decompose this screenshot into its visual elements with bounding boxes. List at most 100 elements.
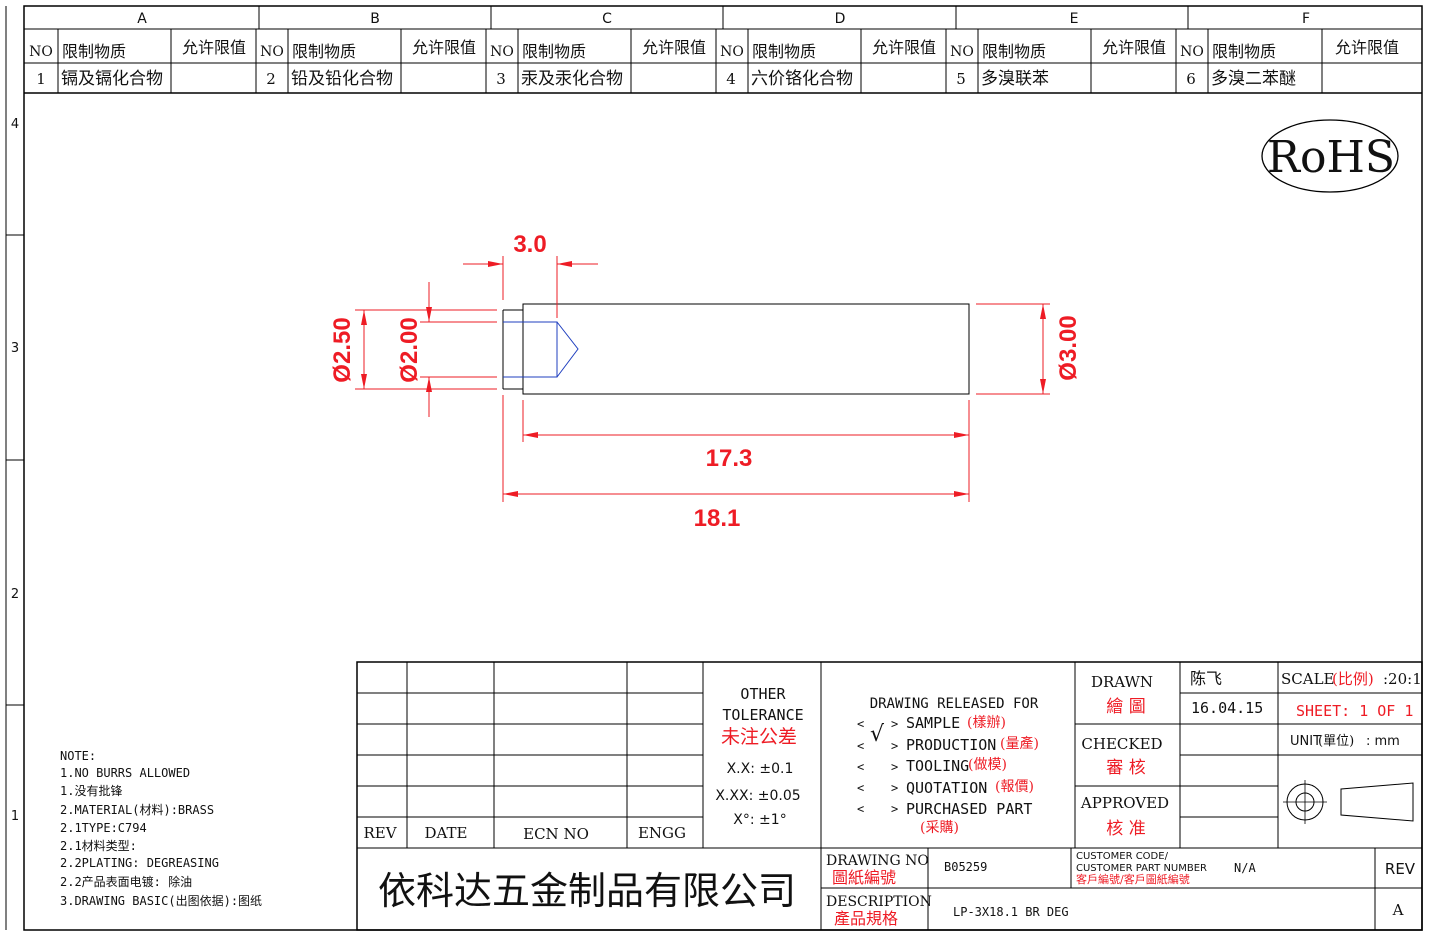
release-item-tooling-cn: (做模) xyxy=(968,757,1007,773)
substance-no: 6 xyxy=(1186,70,1196,88)
substance-no: 2 xyxy=(266,70,276,88)
drawing-number: B05259 xyxy=(944,860,987,874)
rev-label: REV xyxy=(1385,860,1416,878)
company-name: 依科达五金制品有限公司 xyxy=(378,869,796,913)
drawing-no-label-cn: 圖紙編號 xyxy=(832,868,896,887)
zone-a: A xyxy=(137,11,147,27)
svg-text:<: < xyxy=(857,739,864,753)
no-header: NO xyxy=(29,44,53,60)
svg-text:<: < xyxy=(857,760,864,774)
rev-column-header: REV xyxy=(363,824,397,842)
part-geometry xyxy=(502,303,970,395)
limit-header: 允许限值 xyxy=(642,38,706,57)
description-label-cn: 產品規格 xyxy=(834,909,898,928)
limit-header: 允许限值 xyxy=(182,38,246,57)
substance-name: 铅及铅化合物 xyxy=(291,69,393,89)
dimension-lines xyxy=(355,256,1050,502)
substance-name: 汞及汞化合物 xyxy=(521,69,623,89)
dim-body-length: 17.3 xyxy=(706,445,753,472)
tolerance-angle: X°: ±1° xyxy=(733,812,786,828)
substance-rows: 1 镉及镉化合物 2 铅及铅化合物 3 汞及汞化合物 4 六价铬化合物 5 多溴… xyxy=(36,69,1296,89)
approved-label-cn: 核 准 xyxy=(1106,819,1145,839)
drawn-label-cn: 繪 圖 xyxy=(1106,697,1145,717)
notes: NOTE: 1.NO BURRS ALLOWED 1.没有批锋 2.MATERI… xyxy=(60,749,262,908)
dim-head-length: 3.0 xyxy=(513,231,546,258)
customer-code-label: CUSTOMER CODE/ xyxy=(1076,851,1169,862)
substance-name: 多溴二苯醚 xyxy=(1211,69,1296,89)
substance-headers: NO 限制物质 允许限值 NO 限制物质 允许限值 NO 限制物质 允许限值 N… xyxy=(29,38,1399,61)
note-line: 3.DRAWING BASIC(出图依据):图纸 xyxy=(60,893,262,908)
customer-part-number: N/A xyxy=(1234,861,1256,875)
substance-table xyxy=(24,29,1422,94)
svg-text:<: < xyxy=(857,717,864,731)
scale-value: :20:1 xyxy=(1383,670,1422,688)
release-item-quotation: QUOTATION xyxy=(906,779,987,797)
note-line: 1.没有批锋 xyxy=(60,783,122,798)
release-item-tooling: TOOLING xyxy=(906,757,969,775)
note-line: 2.MATERIAL(材料):BRASS xyxy=(60,803,214,817)
unit-value: : mm xyxy=(1366,734,1400,749)
note-line: NOTE: xyxy=(60,749,96,763)
row-1: 1 xyxy=(11,809,19,824)
release-item-purchased-cn: (采購) xyxy=(920,820,959,836)
checked-label-cn: 審 核 xyxy=(1106,758,1145,778)
dim-hole-diameter: Ø2.00 xyxy=(396,317,423,382)
tolerance-one-decimal: X.X: ±0.1 xyxy=(727,761,794,777)
unit-label: UNIT xyxy=(1290,734,1321,749)
svg-text:<: < xyxy=(857,781,864,795)
note-line: 2.1TYPE:C794 xyxy=(60,821,147,835)
release-item-sample: SAMPLE xyxy=(906,714,960,732)
substance-header: 限制物质 xyxy=(1212,42,1276,61)
release-item-purchased: PURCHASED PART xyxy=(906,800,1032,818)
no-header: NO xyxy=(490,44,514,60)
drill-tip-outline xyxy=(556,321,579,378)
description-label: DESCRIPTION xyxy=(826,894,932,910)
svg-text:>: > xyxy=(891,760,898,774)
dim-total-length: 18.1 xyxy=(694,505,741,532)
zone-c: C xyxy=(602,11,612,27)
limit-header: 允许限值 xyxy=(412,38,476,57)
zone-f: F xyxy=(1302,11,1310,27)
substance-header: 限制物质 xyxy=(292,42,356,61)
bore-outline xyxy=(503,321,558,378)
head-outline xyxy=(502,309,523,390)
note-line: 2.2PLATING: DEGREASING xyxy=(60,856,219,870)
svg-text:>: > xyxy=(891,739,898,753)
limit-header: 允许限值 xyxy=(1335,38,1399,57)
date-column-header: DATE xyxy=(425,824,468,842)
note-line: 2.1材料类型: xyxy=(60,839,137,853)
rohs-logo: RoHS xyxy=(1267,132,1395,183)
note-line: 1.NO BURRS ALLOWED xyxy=(60,766,190,780)
no-header: NO xyxy=(950,44,974,60)
drawing-no-label: DRAWING NO xyxy=(826,853,929,869)
no-header: NO xyxy=(260,44,284,60)
svg-text:>: > xyxy=(891,781,898,795)
release-sample-checkmark: √ xyxy=(870,722,885,747)
substance-header: 限制物质 xyxy=(522,42,586,61)
substance-name: 六价铬化合物 xyxy=(751,69,853,89)
release-brackets: < > < > < > < > < > xyxy=(857,717,898,816)
rev-value: A xyxy=(1392,901,1404,919)
substance-no: 5 xyxy=(956,70,966,88)
scale-label: SCALE xyxy=(1281,670,1335,688)
release-item-sample-cn: (樣辦) xyxy=(967,714,1006,731)
note-line: 2.2产品表面电镀: 除油 xyxy=(60,874,192,889)
part-description: LP-3X18.1 BR DEG xyxy=(953,905,1069,919)
scale-label-cn: (比例) xyxy=(1332,670,1374,688)
tolerance-title: TOLERANCE xyxy=(722,706,803,724)
tolerance-two-decimal: X.XX: ±0.05 xyxy=(715,788,800,804)
substance-header: 限制物质 xyxy=(982,42,1046,61)
row-2: 2 xyxy=(11,587,19,602)
release-item-production: PRODUCTION xyxy=(906,736,996,754)
drawn-date: 16.04.15 xyxy=(1191,699,1263,717)
approved-label: APPROVED xyxy=(1080,794,1169,812)
title-block-lines xyxy=(356,661,1423,931)
limit-header: 允许限值 xyxy=(1102,38,1166,57)
projection-symbol xyxy=(1283,780,1414,824)
customer-part-number-label: CUSTOMER PART NUMBER xyxy=(1076,863,1207,874)
svg-text:>: > xyxy=(891,717,898,731)
no-header: NO xyxy=(720,44,744,60)
substance-header: 限制物质 xyxy=(752,42,816,61)
engg-column-header: ENGG xyxy=(638,824,686,842)
